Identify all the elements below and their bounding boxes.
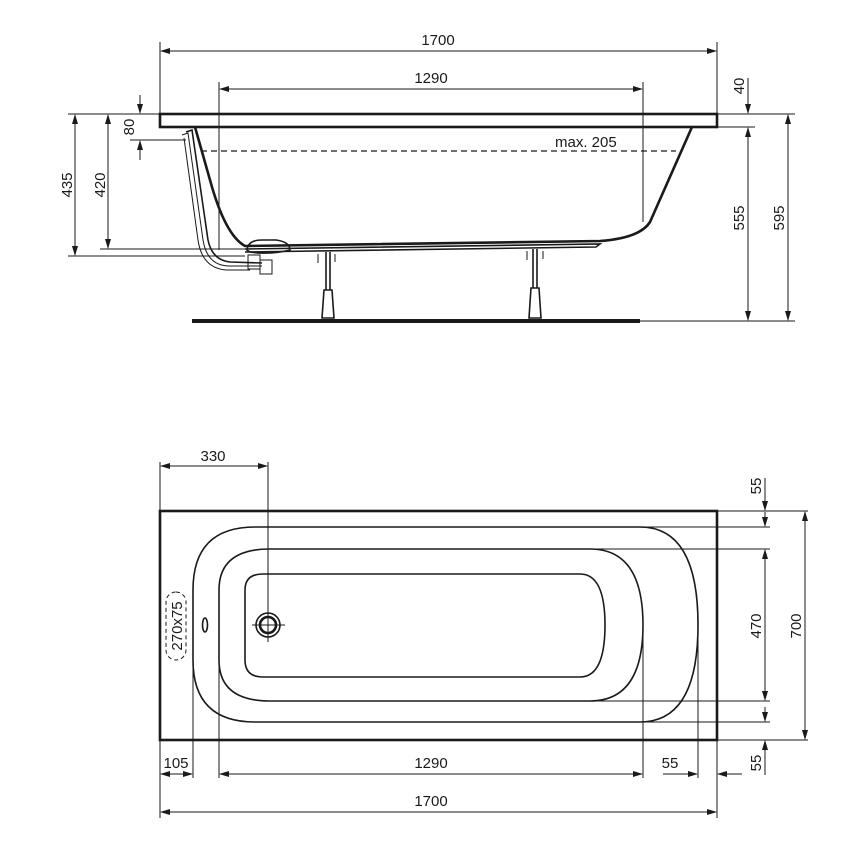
label-water-level: max. 205	[555, 134, 617, 151]
label-left-rim: 105	[163, 755, 188, 772]
label-overall-length: 1700	[414, 793, 447, 810]
overflow-pipe-inner	[183, 137, 250, 271]
label-overflow-80: 80	[121, 119, 138, 136]
basin-floor	[244, 573, 606, 678]
label-height-555: 555	[731, 205, 748, 230]
label-height-435: 435	[59, 172, 76, 197]
label-rim-40: 40	[731, 78, 748, 95]
label-access-panel: 270x75	[169, 601, 186, 650]
drain-valve	[246, 239, 291, 254]
overflow-slot	[201, 617, 209, 633]
tub-outer-rim	[158, 509, 719, 742]
tub-rim	[158, 112, 719, 129]
label-drain-offset: 330	[200, 448, 225, 465]
label-inner-length: 1290	[414, 70, 447, 87]
tub-base	[244, 243, 603, 253]
support-leg-right	[526, 249, 544, 319]
access-panel-outline	[165, 591, 187, 661]
overflow-pipe	[185, 128, 263, 264]
tub-body-outline	[193, 126, 694, 248]
label-overall-width: 700	[788, 613, 805, 638]
top-view: 270x75 330 55 470 700 55	[158, 448, 808, 818]
label-rim-top-55: 55	[748, 478, 765, 495]
overflow-pipe-inner	[181, 132, 262, 267]
label-rim-bottom-55: 55	[748, 755, 765, 772]
label-overall-length: 1700	[421, 32, 454, 49]
side-view: max. 205 435 420 80	[59, 32, 795, 323]
label-height-420: 420	[92, 172, 109, 197]
label-inner-width: 470	[748, 613, 765, 638]
drain-fitting	[259, 259, 273, 275]
label-height-595: 595	[771, 205, 788, 230]
label-right-rim: 55	[662, 755, 679, 772]
label-inner-length: 1290	[414, 755, 447, 772]
support-leg-left	[317, 252, 336, 319]
